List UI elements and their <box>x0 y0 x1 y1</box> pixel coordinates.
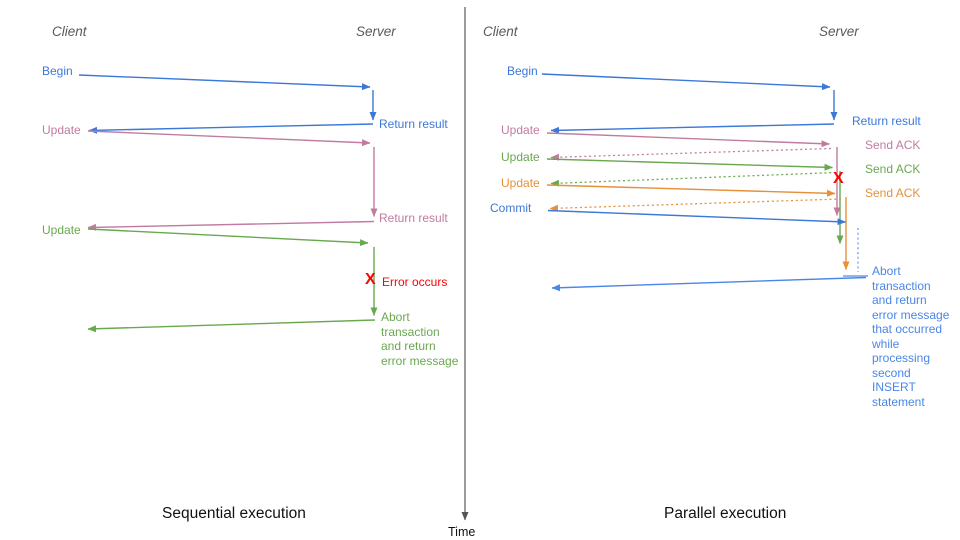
left-server-header: Server <box>356 24 396 39</box>
right-panel-title: Parallel execution <box>664 505 787 522</box>
left-return-result-2-line <box>87 220 375 231</box>
right-ack-1-line <box>550 147 832 161</box>
right-update-1-label: Update <box>501 123 540 137</box>
right-update-2-label: Update <box>501 150 540 164</box>
right-send-ack-3-label: Send ACK <box>865 186 921 200</box>
left-panel-title: Sequential execution <box>162 505 306 522</box>
left-begin-request-line <box>78 74 371 91</box>
right-begin-request-line <box>541 73 831 91</box>
right-update-3-request-line <box>546 184 836 197</box>
right-update-2-request-line <box>546 158 833 171</box>
left-return-result-1-line <box>88 123 374 134</box>
right-return-result-line <box>550 123 835 134</box>
right-send-ack-2-label: Send ACK <box>865 162 921 176</box>
right-ack-2-line <box>550 171 837 187</box>
right-update-3-label: Update <box>501 176 540 190</box>
left-update-2-request-line <box>87 228 369 247</box>
left-update-1-label: Update <box>42 123 81 137</box>
right-begin-label: Begin <box>507 64 538 78</box>
right-error-x-icon: X <box>833 170 844 187</box>
right-client-header: Client <box>483 24 518 39</box>
right-return-result-label: Return result <box>852 114 921 128</box>
left-begin-label: Begin <box>42 64 73 78</box>
right-abort-label: Abort transaction and return error messa… <box>872 264 950 409</box>
time-axis-label: Time <box>448 525 476 539</box>
left-update-2-label: Update <box>42 223 81 237</box>
right-update-1-request-line <box>546 132 830 148</box>
right-commit-label: Commit <box>490 201 532 215</box>
left-update-1-request-line <box>87 130 371 147</box>
left-abort-return-line <box>87 319 376 333</box>
left-error-x-icon: X <box>365 271 376 288</box>
right-commit-request-line <box>547 209 846 226</box>
right-send-ack-1-label: Send ACK <box>865 138 921 152</box>
left-error-label: Error occurs <box>382 275 448 289</box>
left-return-result-1-label: Return result <box>379 117 448 131</box>
left-client-header: Client <box>52 24 87 39</box>
left-abort-label: Abort transaction and return error messa… <box>381 310 459 368</box>
right-ack-3-line <box>549 198 842 212</box>
right-abort-return-line <box>551 276 867 292</box>
right-server-header: Server <box>819 24 859 39</box>
left-return-result-2-label: Return result <box>379 211 448 225</box>
